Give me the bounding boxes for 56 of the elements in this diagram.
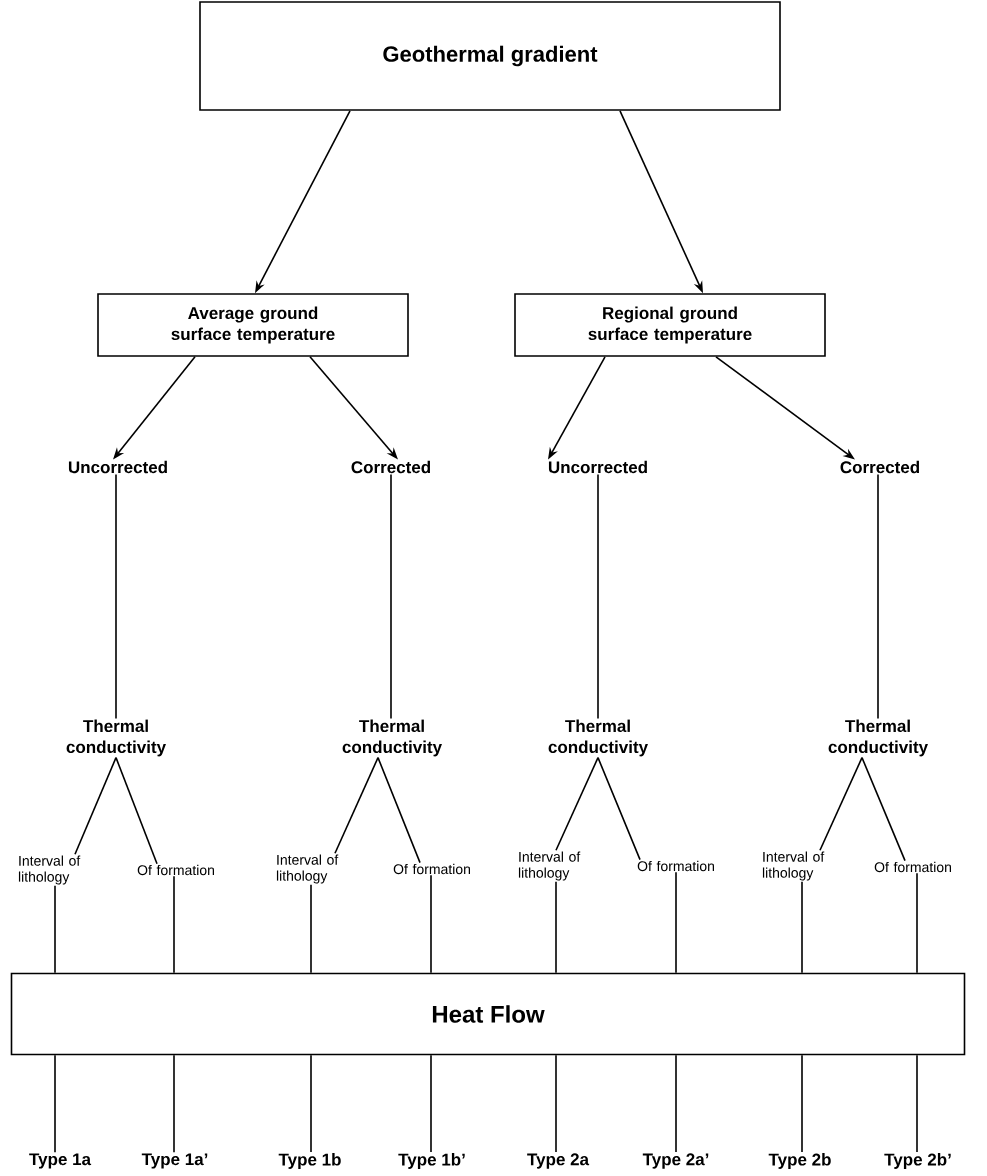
connector-line [675,871,677,974]
node-text: Thermal conductivity [342,719,442,757]
connector-line [54,884,56,974]
connector-line [916,872,918,974]
connector-line [310,883,312,974]
connector-line [819,756,863,852]
node-text: Thermal conductivity [66,719,166,757]
node-text: Interval of lithology [762,851,825,881]
node-text: Uncorrected [548,460,647,474]
node-text: Type 1a [29,1153,92,1169]
node-text: Uncorrected [68,460,167,474]
connector-line [377,756,421,864]
node-text: Of formation [874,861,951,873]
node-text: Type 1b [278,1153,341,1169]
node-text: Thermal conductivity [548,719,648,757]
process-box: Average ground surface temperature [97,293,409,357]
connector-line [555,1054,557,1153]
connector-line [597,756,641,861]
connector-line [675,1054,677,1153]
connector-line [334,756,379,855]
node-text: Interval of lithology [18,855,81,885]
process-box: Geothermal gradient [199,1,781,111]
node-text: Corrected [840,460,919,474]
connector-line [390,473,392,720]
node-text: Of formation [393,863,470,875]
connector-line [173,1054,175,1153]
node-text: Of formation [137,864,214,876]
node-text: Type 2a [527,1153,590,1169]
node-text: Type 2b’ [884,1153,951,1169]
connector-line [801,880,803,974]
process-box: Heat Flow [10,972,966,1056]
connector-line [555,756,599,852]
connector-line [173,875,175,974]
connector-line [310,1054,312,1153]
node-text: Corrected [351,460,430,474]
node-text: Of formation [637,860,714,872]
node-text: Interval of lithology [276,854,339,884]
connector-line [597,473,599,720]
node-text: Thermal conductivity [828,719,928,757]
node-text: Type 1b’ [398,1153,465,1169]
node-text: Type 2b [768,1153,831,1169]
node-text: Type 1a’ [141,1153,208,1169]
connector-line [555,880,557,974]
connector-line [54,1054,56,1153]
connector-line [877,473,879,720]
node-text: Interval of lithology [518,851,581,881]
connector-line [115,473,117,720]
connector-line [801,1054,803,1153]
connector-line [430,874,432,974]
process-box: Regional ground surface temperature [514,293,826,357]
connector-line [916,1054,918,1153]
connector-line [861,756,906,862]
connector-line [74,756,117,856]
connector-line [115,756,158,865]
node-text: Type 2a’ [642,1153,709,1169]
connector-line [430,1054,432,1153]
